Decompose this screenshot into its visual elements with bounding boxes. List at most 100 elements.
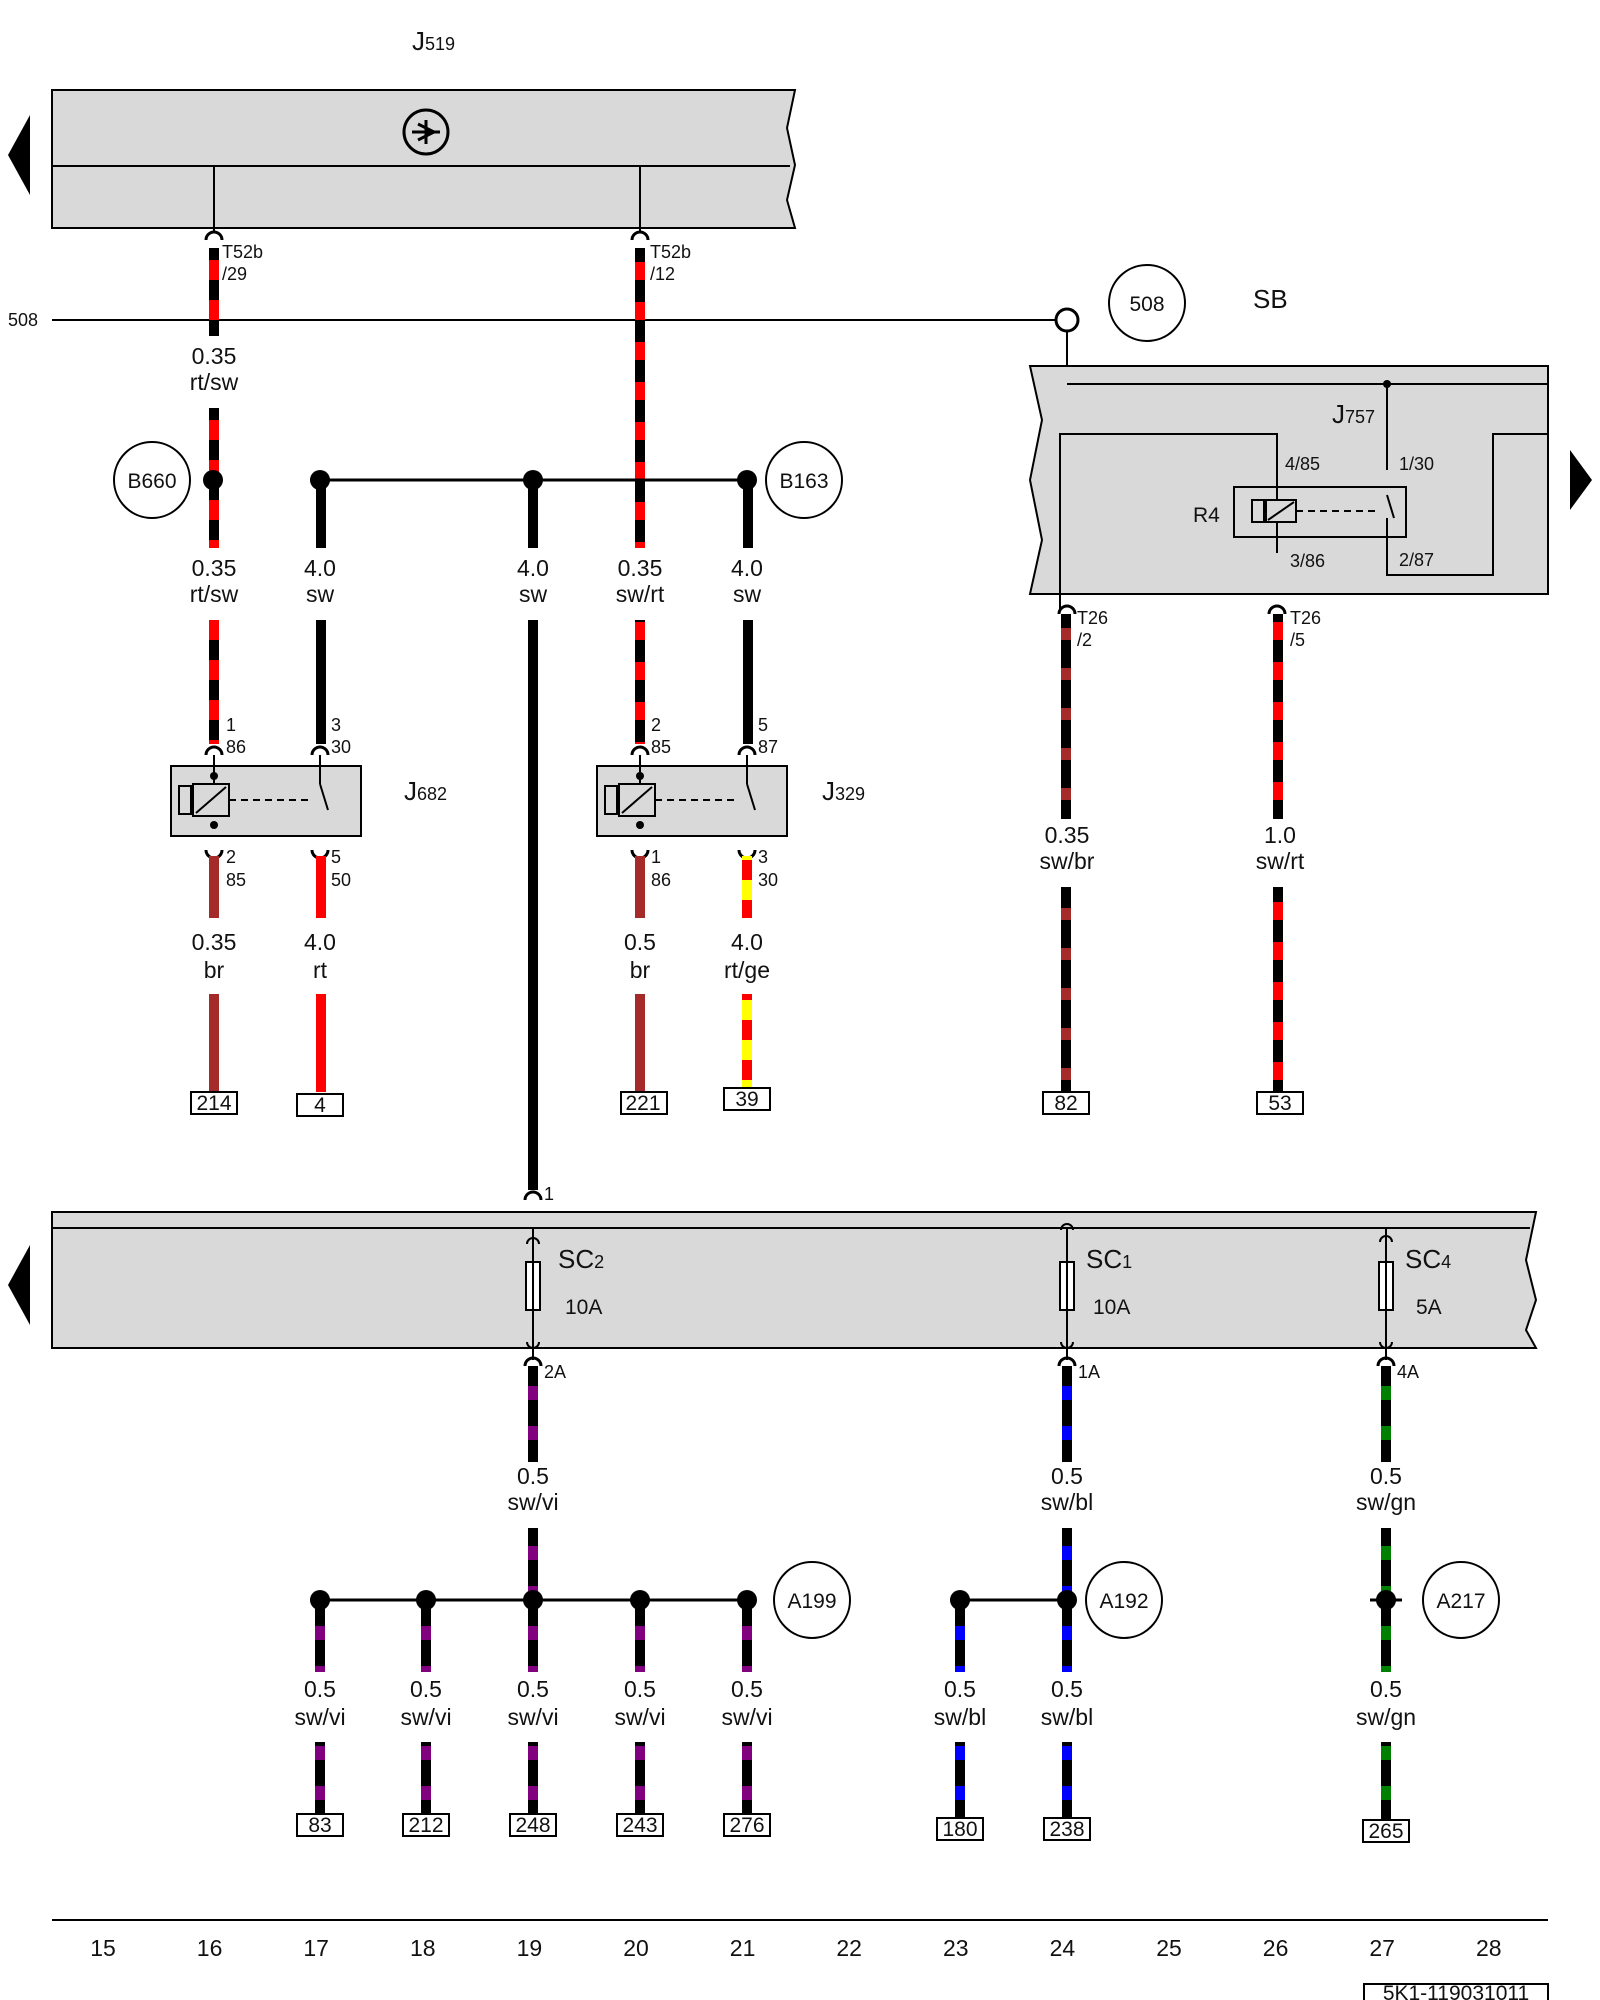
- j757-label: J757: [1332, 399, 1375, 429]
- ref-box-265[interactable]: 265: [1362, 1819, 1410, 1843]
- electronic-switch-icon: [402, 108, 450, 156]
- svg-text:1.0: 1.0: [1264, 822, 1296, 848]
- svg-text:sw/bl: sw/bl: [1041, 1704, 1093, 1730]
- wire-rt-sw-1a: [209, 248, 219, 336]
- ref-box-248[interactable]: 248: [509, 1813, 557, 1837]
- ref-box-82[interactable]: 82: [1042, 1091, 1090, 1115]
- r4-pin-4-85: 4/85: [1285, 454, 1320, 474]
- svg-text:265: 265: [1368, 1820, 1403, 1843]
- svg-text:SC2: SC2: [558, 1244, 604, 1274]
- ref-box-238[interactable]: 238: [1043, 1817, 1091, 1841]
- ground-point-a199: [773, 1561, 851, 1639]
- svg-text:sw/gn: sw/gn: [1356, 1489, 1416, 1515]
- column-number: 18: [410, 1935, 436, 1961]
- sc2-output-pin: 2A: [544, 1362, 566, 1382]
- wire-br-214: [209, 856, 219, 918]
- svg-text:4.0: 4.0: [731, 929, 763, 955]
- svg-text:br: br: [204, 957, 225, 983]
- r4-pin-3-86: 3/86: [1290, 551, 1325, 571]
- ref-box-276[interactable]: 276: [723, 1813, 771, 1837]
- wire-sw-rt-2: [635, 620, 645, 744]
- svg-text:rt/ge: rt/ge: [724, 957, 770, 983]
- svg-text:0.35: 0.35: [1045, 822, 1090, 848]
- ground-point-a192: [1085, 1561, 1163, 1639]
- svg-text:0.5: 0.5: [944, 1676, 976, 1702]
- sb-fuse-box: [1028, 365, 1549, 610]
- svg-text:0.5: 0.5: [1051, 1676, 1083, 1702]
- connector-t52b-29: T52b /29: [204, 230, 263, 284]
- svg-text:sw/vi: sw/vi: [294, 1704, 345, 1730]
- column-number: 25: [1156, 1935, 1182, 1961]
- svg-text:B163: B163: [779, 470, 828, 493]
- svg-text:sw/vi: sw/vi: [400, 1704, 451, 1730]
- wire-sw-vi-248: [528, 1600, 538, 1672]
- wire-sw-4mm-main: [528, 620, 538, 1190]
- svg-text:4.0: 4.0: [731, 555, 763, 581]
- wire-sw-gn-sc4: [1381, 1366, 1391, 1462]
- ref-box-243[interactable]: 243: [616, 1813, 664, 1837]
- sc4-output-pin: 4A: [1397, 1362, 1419, 1382]
- wire-sw-bl-238: [1062, 1600, 1072, 1672]
- connection-508-edge-label: 508: [8, 310, 38, 330]
- ref-box-180[interactable]: 180: [936, 1817, 984, 1841]
- j329-pin-2: 2: [651, 715, 661, 735]
- svg-text:br: br: [630, 957, 651, 983]
- upper-wire-labels: 0.35 rt/sw 0.35 rt/sw 4.0 sw 4.0 sw 0.35…: [190, 343, 1305, 874]
- j682-pin-30: 30: [331, 737, 351, 757]
- ref-box-214[interactable]: 214: [190, 1091, 238, 1115]
- j329-pin-85: 85: [651, 737, 671, 757]
- svg-text:0.5: 0.5: [517, 1676, 549, 1702]
- svg-text:A192: A192: [1099, 1590, 1148, 1613]
- svg-text:180: 180: [942, 1818, 977, 1841]
- ref-box-221[interactable]: 221: [620, 1091, 668, 1115]
- ref-box-53[interactable]: 53: [1256, 1091, 1304, 1115]
- ref-box-212[interactable]: 212: [402, 1813, 450, 1837]
- wire-sw-br-82: [1061, 614, 1071, 819]
- svg-text:rt: rt: [313, 957, 328, 983]
- r4-pin-1-30: 1/30: [1399, 454, 1434, 474]
- wire-sw-vi-212: [421, 1600, 431, 1672]
- wire-sw-vi-sc2: [528, 1366, 538, 1462]
- column-number: 15: [90, 1935, 116, 1961]
- document-id: 5K1-119031011: [1363, 1982, 1549, 2000]
- svg-text:/12: /12: [650, 264, 675, 284]
- column-number: 23: [943, 1935, 969, 1961]
- ref-box-4[interactable]: 4: [296, 1093, 344, 1117]
- wire-sw-4mm-b: [316, 620, 326, 744]
- connection-508-point: [1054, 307, 1080, 333]
- sb-label: SB: [1253, 284, 1288, 314]
- j329-pin-1: 1: [651, 847, 661, 867]
- sc1-output-pin: 1A: [1078, 1362, 1100, 1382]
- wire-sw-gn-265: [1381, 1600, 1391, 1672]
- svg-text:276: 276: [729, 1814, 764, 1837]
- column-number: 24: [1050, 1935, 1076, 1961]
- svg-text:0.35: 0.35: [192, 343, 237, 369]
- wire-sw-rt-b163: [635, 248, 645, 548]
- j519-label: J519: [412, 26, 455, 56]
- svg-text:sw/vi: sw/vi: [507, 1704, 558, 1730]
- svg-text:212: 212: [408, 1814, 443, 1837]
- svg-text:0.5: 0.5: [731, 1676, 763, 1702]
- j682-pin-50: 50: [331, 870, 351, 890]
- ref-box-83[interactable]: 83: [296, 1813, 344, 1837]
- svg-text:/29: /29: [222, 264, 247, 284]
- svg-text:sw/rt: sw/rt: [1256, 848, 1305, 874]
- r4-pin-2-87: 2/87: [1399, 550, 1434, 570]
- svg-text:sw/vi: sw/vi: [507, 1489, 558, 1515]
- svg-text:0.5: 0.5: [1370, 1463, 1402, 1489]
- ref-box-39[interactable]: 39: [723, 1087, 771, 1111]
- ground-point-b163: [765, 441, 843, 519]
- svg-text:sw/bl: sw/bl: [934, 1704, 986, 1730]
- column-number: 26: [1263, 1935, 1289, 1961]
- svg-text:sw/gn: sw/gn: [1356, 1704, 1416, 1730]
- svg-text:T52b: T52b: [650, 242, 691, 262]
- j682-pin-3: 3: [331, 715, 341, 735]
- svg-text:0.5: 0.5: [1370, 1676, 1402, 1702]
- j329-pin-86: 86: [651, 870, 671, 890]
- wire-sw-bl-sc1: [1062, 1366, 1072, 1462]
- svg-text:238: 238: [1049, 1818, 1084, 1841]
- column-number: 27: [1369, 1935, 1395, 1961]
- j682-relay: [170, 745, 362, 860]
- svg-text:SC4: SC4: [1405, 1244, 1451, 1274]
- wire-sw-4mm-c: [743, 480, 753, 548]
